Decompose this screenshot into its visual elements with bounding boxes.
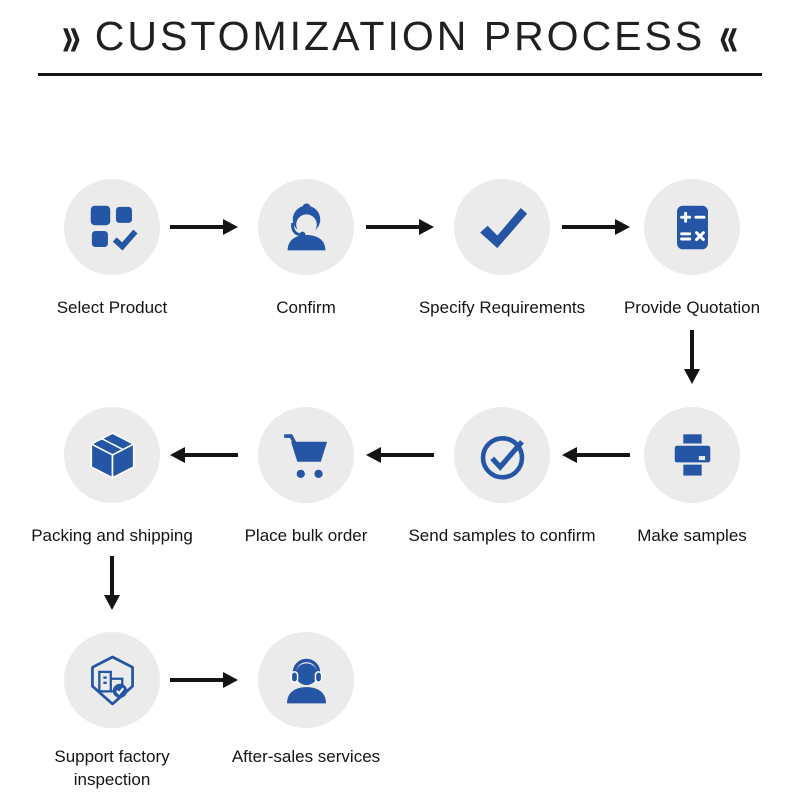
step-select-product (64, 179, 160, 275)
circle-check-icon (480, 435, 524, 480)
arrow-send-to-bulk-order (366, 446, 434, 464)
right-chevrons-icon: « (719, 2, 739, 70)
printer-icon (674, 433, 710, 476)
factory-inspection-icon (90, 655, 134, 705)
arrow-samples-to-send (562, 446, 630, 464)
arrow-confirm-to-specify (366, 218, 434, 236)
calculator-icon (676, 205, 708, 249)
step-provide-quotation (644, 179, 740, 275)
step-specify-requirements (454, 179, 550, 275)
arrow-bulk-order-to-packing (170, 446, 238, 464)
step-label-provide-quotation: Provide Quotation (623, 298, 761, 317)
step-label-confirm: Confirm (276, 298, 336, 317)
product-grid-check-icon (90, 205, 138, 250)
step-label-send-samples: Send samples to confirm (408, 526, 596, 545)
step-make-samples (644, 407, 740, 503)
left-chevrons-icon: » (61, 2, 81, 70)
step-label-make-samples: Make samples (637, 526, 747, 545)
step-after-sales (258, 632, 354, 728)
header: » CUSTOMIZATION PROCESS « (0, 2, 800, 70)
step-label-place-bulk-order: Place bulk order (244, 526, 368, 545)
step-label-specify-requirements: Specify Requirements (418, 298, 586, 317)
package-box-icon (90, 431, 134, 479)
arrow-inspection-to-after-sales (170, 671, 238, 689)
arrow-specify-to-quotation (562, 218, 630, 236)
step-packing-shipping (64, 407, 160, 503)
arrow-packing-to-inspection (103, 556, 121, 610)
title-divider (38, 73, 762, 76)
headset-person-icon (286, 658, 326, 703)
shopping-cart-icon (283, 433, 327, 478)
step-send-samples (454, 407, 550, 503)
step-place-bulk-order (258, 407, 354, 503)
step-label-select-product: Select Product (56, 298, 168, 317)
page-title: CUSTOMIZATION PROCESS (94, 12, 706, 59)
step-label-factory-inspection: Support factory inspection (54, 747, 170, 789)
step-confirm (258, 179, 354, 275)
step-label-after-sales: After-sales services (231, 747, 381, 766)
step-factory-inspection (64, 632, 160, 728)
arrow-select-to-confirm (170, 218, 238, 236)
arrow-quotation-to-samples (683, 330, 701, 384)
customer-service-agent-icon (287, 202, 325, 250)
checkmark-icon (479, 207, 527, 248)
step-label-packing-shipping: Packing and shipping (31, 526, 193, 545)
